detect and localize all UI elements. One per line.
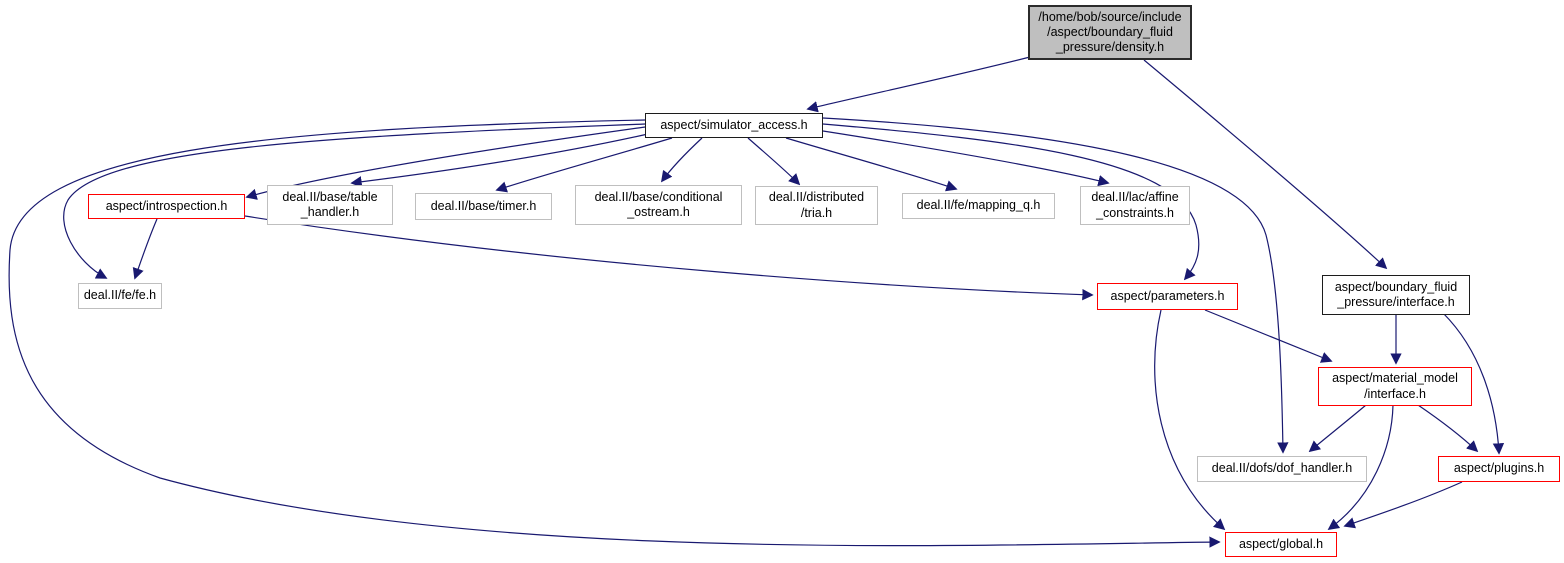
edge-introspection-to-parameters <box>244 215 1094 301</box>
edge-simulator-access-to-mapping-q <box>785 137 958 192</box>
edge-simulator-access-to-tria <box>747 137 801 186</box>
edge-parameters-to-global <box>1154 309 1226 531</box>
node-plugins[interactable]: aspect/plugins.h <box>1438 456 1560 482</box>
edge-simulator-access-to-dof-handler <box>822 117 1289 454</box>
edge-parameters-to-material-model <box>1204 309 1333 363</box>
node-mapping-q: deal.II/fe/mapping_q.h <box>902 193 1055 219</box>
node-timer: deal.II/base/timer.h <box>415 193 552 220</box>
node-parameters[interactable]: aspect/parameters.h <box>1097 283 1238 310</box>
node-simulator-access[interactable]: aspect/simulator_access.h <box>645 113 823 138</box>
node-introspection[interactable]: aspect/introspection.h <box>88 194 245 219</box>
edge-simulator-access-to-conditional-ostream <box>660 137 703 183</box>
edge-density-to-simulator-access <box>806 56 1031 113</box>
edge-simulator-access-to-global <box>8 119 1221 548</box>
node-conditional-ostream: deal.II/base/conditional _ostream.h <box>575 185 742 225</box>
edge-material-model-to-global <box>1327 404 1394 531</box>
edge-material-model-to-plugins <box>1417 404 1479 453</box>
node-dof-handler: deal.II/dofs/dof_handler.h <box>1197 456 1367 482</box>
node-distributed-tria: deal.II/distributed /tria.h <box>755 186 878 225</box>
edge-plugins-to-global <box>1343 481 1463 529</box>
edge-bfp-interface-to-plugins <box>1442 312 1505 455</box>
edge-simulator-access-to-table-handler <box>350 133 649 188</box>
edge-simulator-access-to-affine-constraints <box>822 130 1110 187</box>
edge-material-model-to-dof-handler <box>1308 404 1367 453</box>
edge-simulator-access-to-fe <box>63 123 646 279</box>
node-fe: deal.II/fe/fe.h <box>78 283 162 309</box>
node-density-header: /home/bob/source/include /aspect/boundar… <box>1028 5 1192 60</box>
node-global[interactable]: aspect/global.h <box>1225 532 1337 557</box>
node-affine-constraints: deal.II/lac/affine _constraints.h <box>1080 186 1190 225</box>
node-table-handler: deal.II/base/table _handler.h <box>267 185 393 225</box>
edge-density-to-bfp-interface <box>1143 59 1388 270</box>
node-material-model-interface[interactable]: aspect/material_model /interface.h <box>1318 367 1472 406</box>
edge-introspection-to-fe <box>132 218 158 280</box>
edge-simulator-access-to-timer <box>495 137 673 193</box>
node-bfp-interface[interactable]: aspect/boundary_fluid _pressure/interfac… <box>1322 275 1470 315</box>
edge-simulator-access-to-parameters <box>822 123 1200 281</box>
